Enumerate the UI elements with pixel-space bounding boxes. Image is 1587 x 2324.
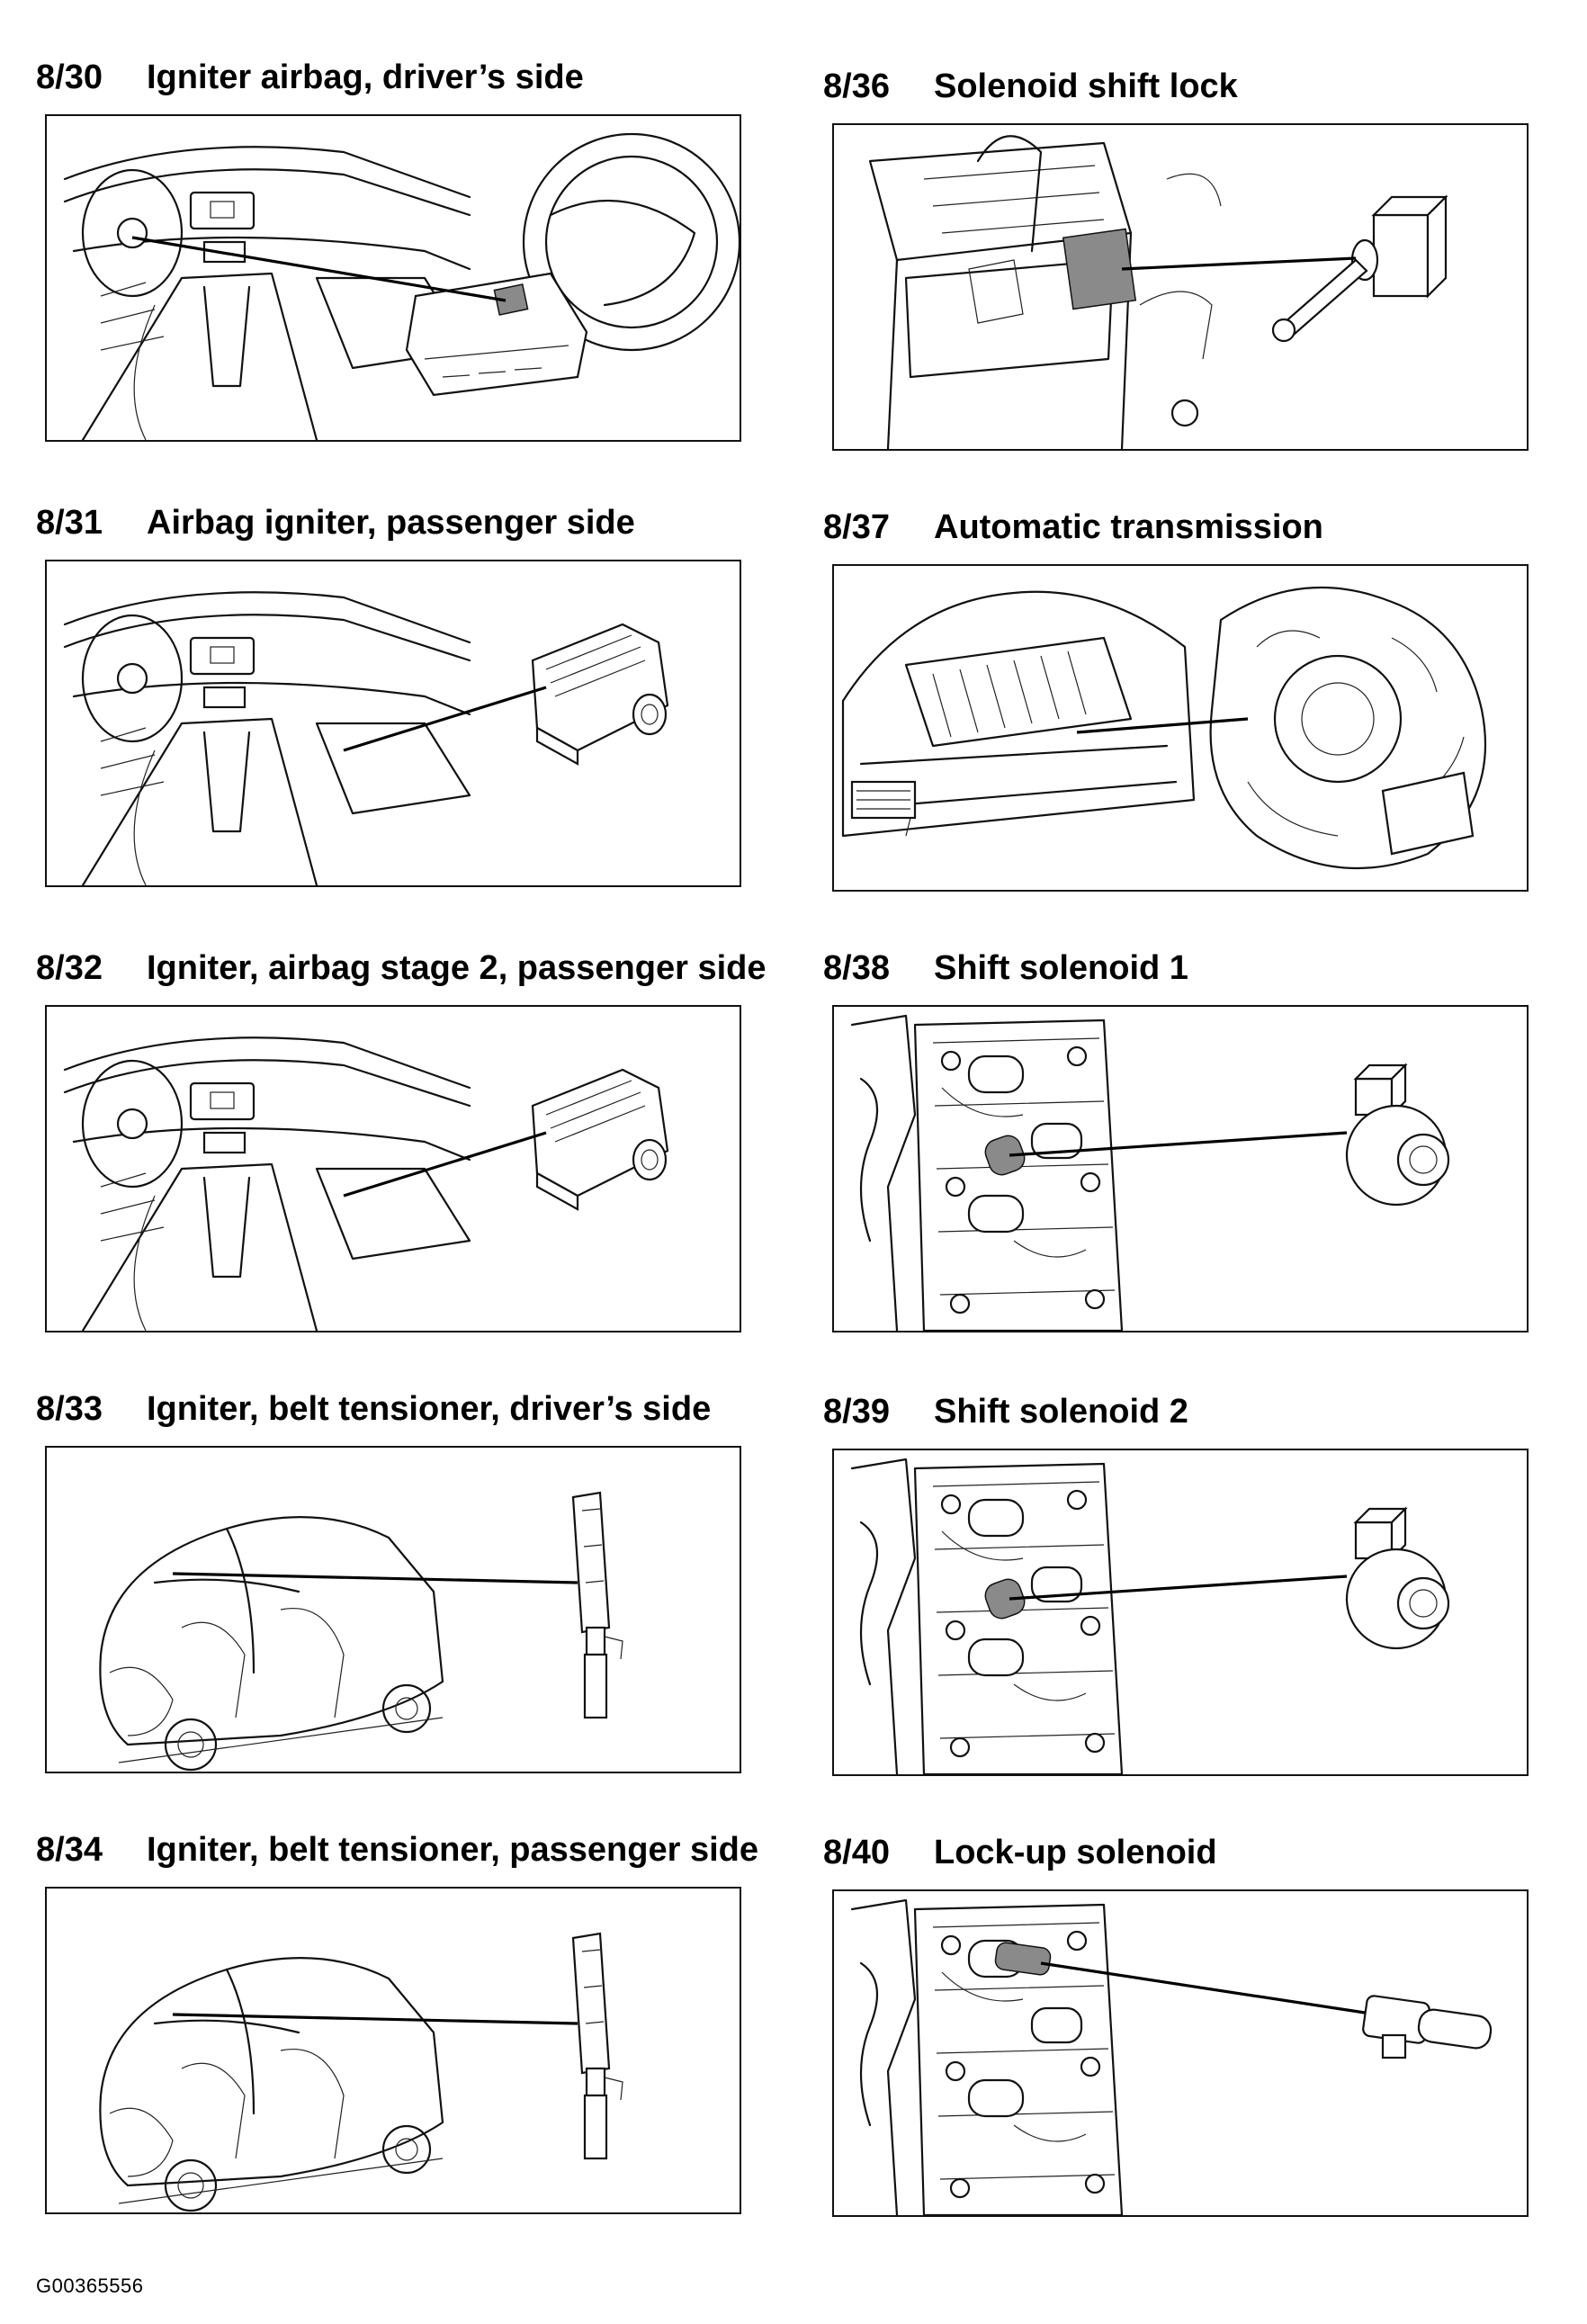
component-title: Igniter, belt tensioner, passenger side — [147, 1831, 758, 1869]
driver-belt-tensioner-illustration — [99, 1491, 623, 1772]
component-number: 8/38 — [823, 949, 890, 987]
passenger-airbag-stage2-illustration — [63, 1036, 669, 1331]
component-number: 8/32 — [36, 949, 103, 987]
component-number: 8/30 — [36, 58, 103, 96]
component-header: 8/38 Shift solenoid 1 — [823, 949, 1534, 1003]
component-illustration — [832, 1889, 1529, 2217]
component-number: 8/39 — [823, 1393, 890, 1431]
shift-lock-solenoid-illustration — [868, 135, 1448, 449]
component-header: 8/36 Solenoid shift lock — [823, 67, 1534, 121]
component-illustration — [832, 123, 1529, 451]
component-number: 8/37 — [823, 508, 890, 546]
document-code: G00365556 — [36, 2275, 144, 2297]
lockup-solenoid-illustration — [850, 1898, 1493, 2215]
automatic-transmission-illustration — [841, 586, 1487, 870]
passenger-belt-tensioner-illustration — [99, 1932, 623, 2212]
component-title: Shift solenoid 1 — [934, 949, 1188, 987]
component-title: Lock-up solenoid — [934, 1834, 1217, 1871]
component-header: 8/34 Igniter, belt tensioner, passenger … — [36, 1831, 758, 1885]
component-illustration — [45, 1446, 741, 1773]
component-number: 8/40 — [823, 1834, 890, 1871]
passenger-airbag-illustration — [63, 591, 669, 885]
driver-airbag-illustration — [63, 132, 740, 440]
component-header: 8/40 Lock-up solenoid — [823, 1834, 1534, 1888]
component-header: 8/37 Automatic transmission — [823, 508, 1534, 562]
component-header: 8/33 Igniter, belt tensioner, driver’s s… — [36, 1390, 747, 1444]
component-title: Shift solenoid 2 — [934, 1393, 1188, 1431]
component-number: 8/36 — [823, 67, 890, 105]
shift-solenoid-2-illustration — [850, 1458, 1450, 1774]
component-header: 8/30 Igniter airbag, driver’s side — [36, 58, 747, 112]
component-number: 8/33 — [36, 1390, 103, 1428]
component-title: Igniter airbag, driver’s side — [147, 58, 584, 96]
component-number: 8/34 — [36, 1831, 103, 1869]
component-header: 8/31 Airbag igniter, passenger side — [36, 504, 747, 558]
component-title: Automatic transmission — [934, 508, 1323, 546]
component-title: Solenoid shift lock — [934, 67, 1238, 105]
component-illustration — [45, 1887, 741, 2214]
shift-solenoid-1-illustration — [850, 1014, 1450, 1331]
component-title: Igniter, belt tensioner, driver’s side — [147, 1390, 712, 1428]
component-title: Igniter, airbag stage 2, passenger side — [147, 949, 767, 987]
component-header: 8/39 Shift solenoid 2 — [823, 1393, 1534, 1447]
component-illustration — [832, 564, 1529, 892]
component-illustration — [45, 114, 741, 442]
component-illustration — [45, 1005, 741, 1332]
component-number: 8/31 — [36, 504, 103, 542]
component-illustration — [832, 1449, 1529, 1776]
component-illustration — [832, 1005, 1529, 1332]
component-header: 8/32 Igniter, airbag stage 2, passenger … — [36, 949, 767, 1003]
component-title: Airbag igniter, passenger side — [147, 504, 635, 542]
component-illustration — [45, 560, 741, 887]
